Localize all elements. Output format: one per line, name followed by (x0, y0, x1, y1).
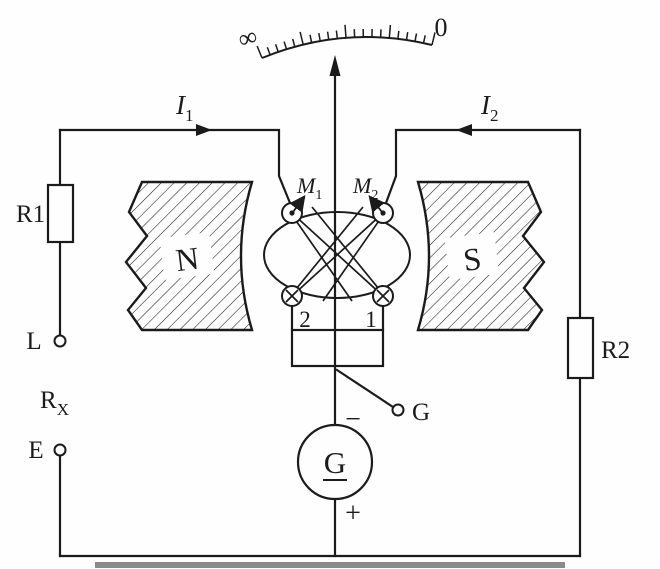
scale-tick (256, 45, 263, 59)
scale-infinity-label: ∞ (235, 21, 261, 54)
scale-tick (274, 44, 279, 53)
scale-tick (326, 31, 330, 40)
current-i2-sub: 2 (490, 106, 499, 125)
scale-tick (291, 38, 296, 47)
terminal-g-label: G (412, 399, 430, 426)
m1-base: M (296, 173, 317, 198)
north-pole-plate: N (159, 232, 215, 280)
m1-sub: 1 (315, 188, 322, 203)
rx-label: RX (40, 387, 69, 419)
current-i2-label: I2 (480, 90, 499, 125)
scale-tick (318, 32, 321, 42)
south-pole-plate: S (444, 232, 500, 280)
cross-into-page-right (376, 289, 390, 303)
terminal-l-circle (53, 334, 67, 348)
current-i1-label: I1 (175, 90, 194, 125)
coil-lead-2-label: 2 (299, 307, 311, 332)
north-pole-label: N (174, 240, 201, 279)
torque-arrow-m2 (368, 195, 385, 213)
needle (329, 55, 341, 366)
wire-top-right (384, 128, 582, 205)
generator: − G + (296, 404, 374, 529)
torque-m1-label: M1 (296, 173, 322, 203)
terminal-l-label: L (26, 328, 41, 355)
needle-arrowhead (329, 55, 341, 76)
scale-tick (414, 33, 418, 42)
generator-plus-label: + (345, 498, 361, 529)
resistor-r2-body (566, 316, 595, 380)
resistor-r1-label: R1 (16, 201, 45, 228)
meter-scale: ∞ 0 (235, 13, 448, 59)
coil-frame-group (290, 306, 385, 368)
scale-tick (299, 31, 304, 45)
terminal-e-circle (53, 443, 67, 457)
m2-sub: 2 (371, 188, 378, 203)
torque-m2-label: M2 (352, 173, 378, 203)
magnet-poles: N S (124, 180, 546, 332)
coil-lead-1-label: 1 (365, 307, 377, 332)
resistor-r1-body (46, 183, 75, 244)
scale-tick (335, 30, 339, 39)
wiring (58, 128, 582, 558)
south-pole-label: S (461, 240, 483, 278)
scale-tick (266, 47, 271, 56)
coil-ellipse (263, 211, 411, 299)
scale-tick (397, 30, 400, 39)
coil-windings (291, 206, 384, 302)
torque-arrow-m1 (289, 195, 306, 213)
resistor-r2-label: R2 (601, 337, 630, 364)
scale-tick (388, 24, 392, 39)
generator-circle (296, 423, 374, 501)
rx-base: R (40, 387, 57, 414)
rx-sub: X (57, 400, 69, 419)
current-arrow-i2 (456, 124, 472, 136)
scale-tick (309, 34, 313, 43)
wire-guard-tap (335, 368, 395, 409)
scale-tick (283, 41, 288, 50)
current-i1-base: I (175, 90, 187, 120)
scale-arc (261, 36, 433, 59)
bottom-bar (95, 562, 565, 568)
terminal-g-circle (391, 403, 405, 417)
m2-base: M (352, 173, 373, 198)
scale-tick (344, 24, 347, 38)
scale-tick (405, 31, 409, 41)
coil-frame-box (290, 328, 385, 368)
terminal-e-label: E (28, 437, 43, 464)
current-i1-sub: 1 (185, 106, 194, 125)
scale-zero-label: 0 (435, 13, 448, 42)
wire-top-left (58, 128, 292, 205)
scale-tick (431, 32, 436, 46)
scale-tick (422, 35, 426, 44)
current-i2-base: I (480, 90, 492, 120)
current-arrow-i1 (196, 124, 212, 136)
scale-ticks (256, 24, 436, 59)
generator-label: G (324, 445, 346, 480)
crossed-coil-movement: M1 M2 2 1 (263, 173, 411, 368)
cross-into-page-left (285, 289, 299, 303)
